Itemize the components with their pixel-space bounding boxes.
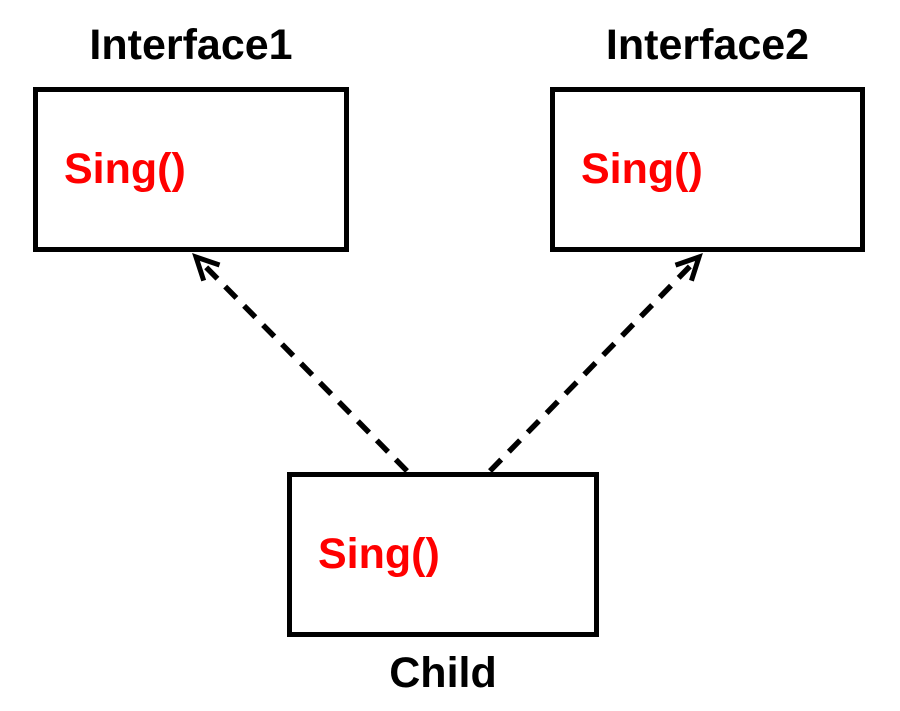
- node-box-interface2: Sing(): [550, 87, 865, 252]
- node-box-interface1: Sing(): [33, 87, 349, 252]
- node-title-child: Child: [389, 649, 497, 697]
- arrow-child-to-interface1: [192, 253, 409, 473]
- method-label-child: Sing(): [318, 530, 440, 578]
- node-box-child: Sing(): [287, 472, 599, 637]
- node-title-interface2: Interface2: [605, 21, 810, 69]
- method-label-interface2: Sing(): [581, 145, 703, 193]
- arrow-child-to-interface2: [488, 253, 703, 473]
- node-title-interface1: Interface1: [89, 21, 293, 69]
- method-label-interface1: Sing(): [64, 145, 186, 193]
